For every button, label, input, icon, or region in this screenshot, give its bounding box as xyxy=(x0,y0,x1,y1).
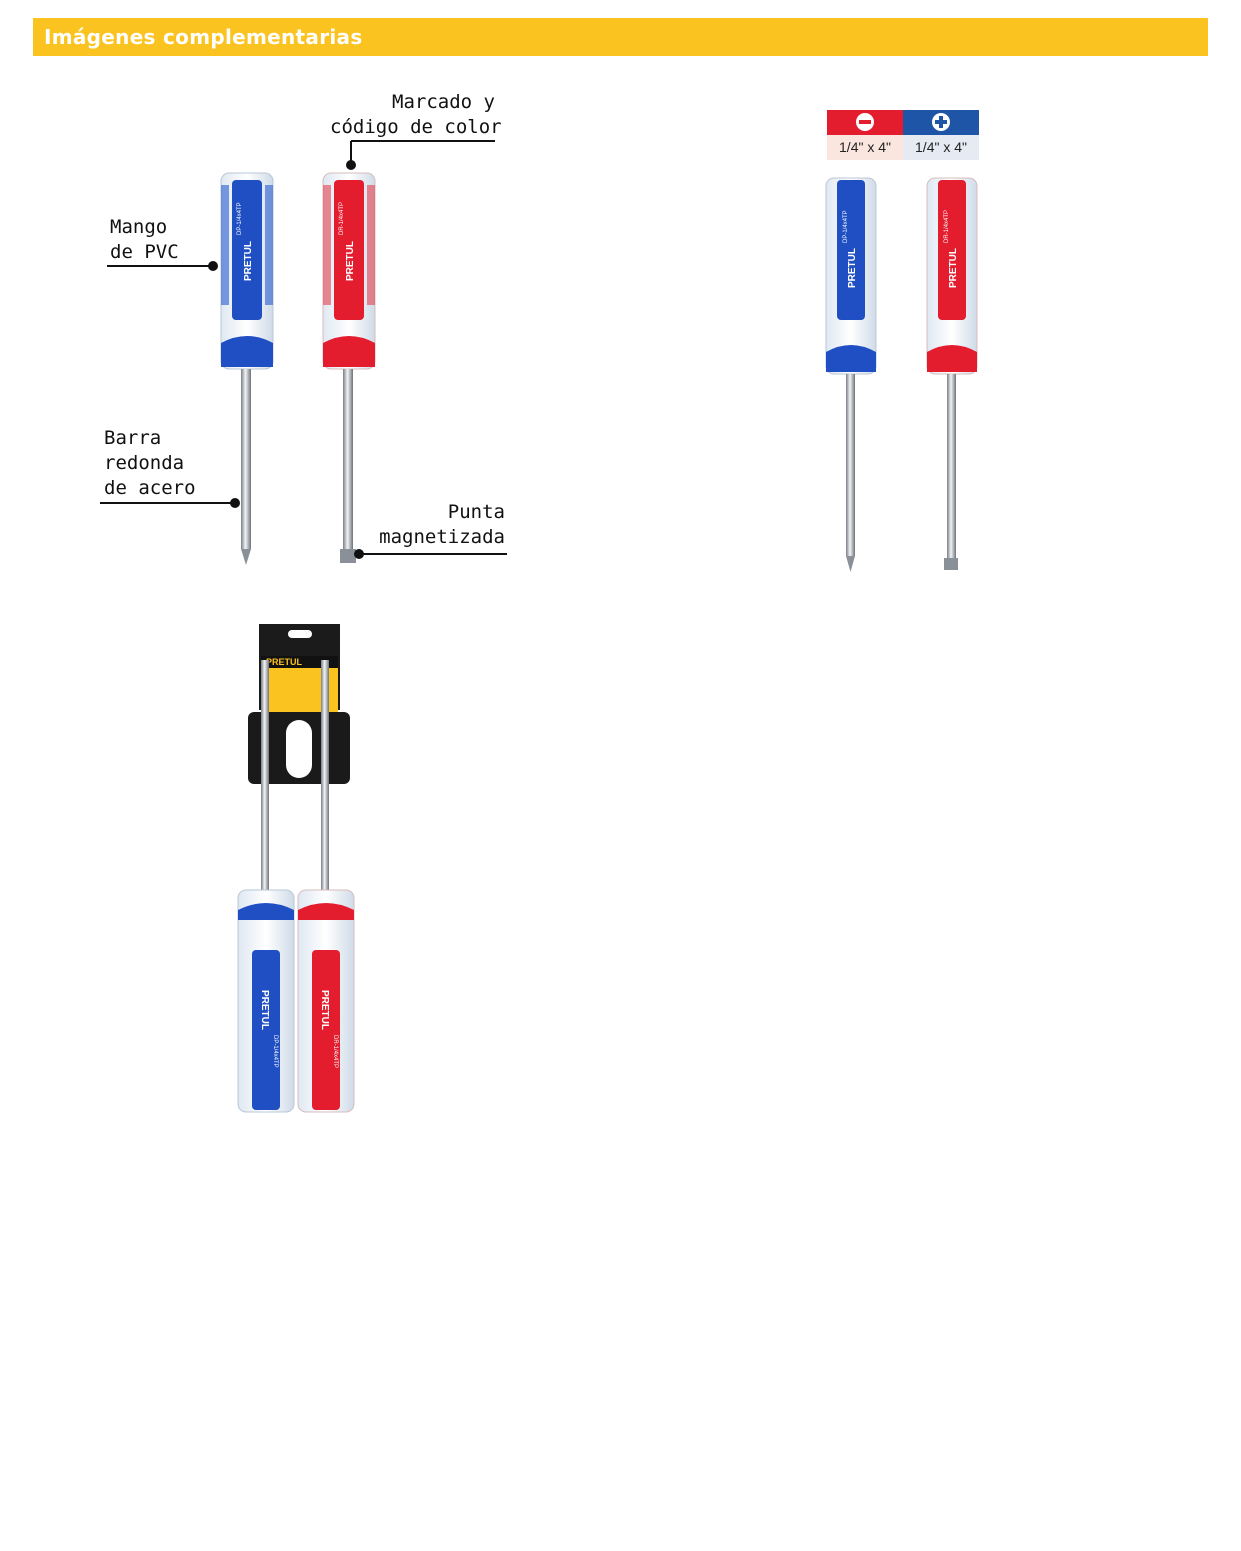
figure-size-chart: PRETUL DP-1/4x4TP PRETUL DR-1/4x4TP xyxy=(820,108,985,578)
slotted-size-label: 1/4" x 4" xyxy=(839,139,891,155)
size-chart-image: PRETUL DP-1/4x4TP PRETUL DR-1/4x4TP xyxy=(825,110,979,572)
svg-text:DP-1/4x4TP: DP-1/4x4TP xyxy=(272,1035,278,1068)
callout-leaders xyxy=(100,140,507,559)
svg-text:PRETUL: PRETUL xyxy=(243,241,254,281)
phillips-screwdriver: PRETUL DP-1/4x4TP xyxy=(220,172,274,565)
packaged-set-image: PRETUL PRETUL DP-1/4x4TP PRETUL DR-1/4x4… xyxy=(237,624,355,1113)
svg-text:DP-1/4x4TP: DP-1/4x4TP xyxy=(843,210,849,243)
figure-annotated-screwdrivers: PRETUL DP-1/4x4TP PRETUL DR-1/4x4TP xyxy=(95,85,515,575)
svg-text:PRETUL: PRETUL xyxy=(847,248,858,288)
svg-text:PRETUL: PRETUL xyxy=(948,248,959,288)
callout-tip: Punta magnetizada xyxy=(379,501,505,548)
phillips-size-tag xyxy=(903,110,979,160)
slotted-screwdriver: PRETUL DR-1/4x4TP xyxy=(926,177,978,570)
svg-text:PRETUL: PRETUL xyxy=(259,990,270,1030)
slotted-screwdriver: PRETUL DR-1/4x4TP xyxy=(322,172,376,563)
section-title: Imágenes complementarias xyxy=(44,25,363,49)
phillips-size-label: 1/4" x 4" xyxy=(915,139,967,155)
phillips-screwdriver: PRETUL DP-1/4x4TP xyxy=(237,660,295,1113)
svg-text:PRETUL: PRETUL xyxy=(319,990,330,1030)
slotted-screwdriver: PRETUL DR-1/4x4TP xyxy=(297,660,355,1113)
callout-bar: Barra redonda de acero xyxy=(104,427,196,499)
callout-handle: Mango de PVC xyxy=(110,216,179,263)
phillips-screwdriver: PRETUL DP-1/4x4TP xyxy=(825,177,877,572)
callout-marking: Marcado y código de color xyxy=(330,91,502,138)
svg-text:DR-1/4x4TP: DR-1/4x4TP xyxy=(339,202,345,235)
slotted-size-tag xyxy=(827,110,903,160)
svg-text:PRETUL: PRETUL xyxy=(345,241,356,281)
annotated-screwdrivers-image: PRETUL DP-1/4x4TP PRETUL DR-1/4x4TP xyxy=(100,140,507,565)
section-header-bar: Imágenes complementarias xyxy=(33,18,1208,56)
figure-packaged-set: PRETUL PRETUL DP-1/4x4TP PRETUL DR-1/4x4… xyxy=(228,620,373,1115)
svg-text:DR-1/4x4TP: DR-1/4x4TP xyxy=(332,1035,338,1068)
svg-text:PRETUL: PRETUL xyxy=(266,657,303,667)
svg-text:DP-1/4x4TP: DP-1/4x4TP xyxy=(237,202,243,235)
svg-text:DR-1/4x4TP: DR-1/4x4TP xyxy=(944,210,950,243)
